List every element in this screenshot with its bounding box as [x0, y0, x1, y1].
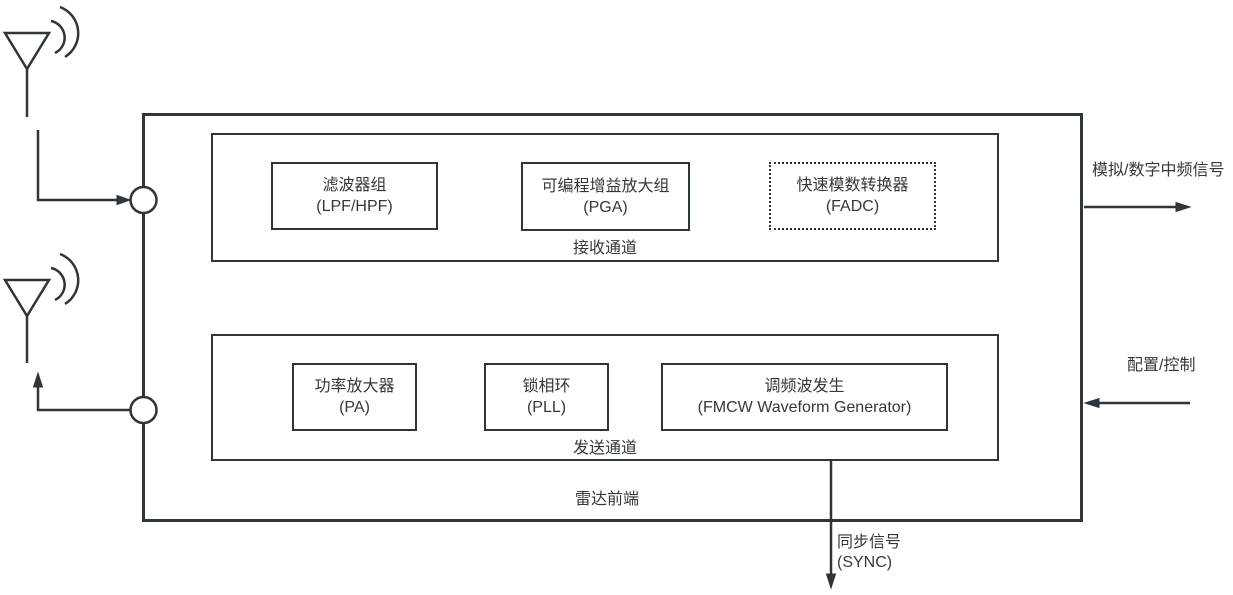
block-pll: 锁相环 (PLL) — [484, 363, 609, 431]
block-pll-name: 锁相环 — [522, 378, 571, 395]
tx-channel-box — [211, 334, 999, 461]
if-output-label: 模拟/数字中频信号 — [1092, 162, 1225, 179]
tx-channel-label: 发送通道 — [572, 440, 638, 457]
block-pa-name: 功率放大器 — [314, 378, 395, 395]
sync-output-label-line1: 同步信号 — [837, 534, 902, 551]
block-pga: 可编程增益放大组 (PGA) — [521, 162, 690, 231]
rx-antenna-wire — [36, 130, 132, 206]
block-filter-bank: 滤波器组 (LPF/HPF) — [271, 162, 438, 230]
tx-antenna-icon — [2, 252, 80, 363]
block-fadc-name: 快速模数转换器 — [796, 177, 909, 194]
block-pga-sub: (PGA) — [583, 198, 628, 216]
block-pga-name: 可编程增益放大组 — [541, 177, 670, 195]
rx-channel-label: 接收通道 — [572, 240, 638, 257]
block-fmcw-sub: (FMCW Waveform Generator) — [697, 399, 912, 416]
block-fmcw-name: 调频波发生 — [764, 378, 845, 395]
if-output-arrow — [1084, 201, 1192, 213]
block-filter-bank-sub: (LPF/HPF) — [316, 198, 393, 215]
block-fadc-sub: (FADC) — [825, 198, 880, 215]
rx-channel-box — [211, 133, 999, 262]
config-input-arrow — [1083, 397, 1190, 409]
sync-output-label: 同步信号 (SYNC) — [837, 533, 901, 573]
block-fmcw-generator: 调频波发生 (FMCW Waveform Generator) — [661, 363, 948, 431]
tx-antenna-wire — [32, 371, 130, 412]
radar-frontend-box — [142, 113, 1083, 522]
sync-output-label-line2: (SYNC) — [837, 554, 893, 571]
rx-antenna-icon — [2, 5, 80, 117]
block-pa-sub: (PA) — [339, 399, 370, 416]
radar-frontend-label: 雷达前端 — [574, 491, 640, 508]
block-fadc: 快速模数转换器 (FADC) — [769, 162, 936, 230]
block-pa: 功率放大器 (PA) — [292, 363, 417, 431]
config-input-label: 配置/控制 — [1127, 357, 1196, 374]
block-pll-sub: (PLL) — [526, 399, 567, 416]
block-filter-bank-name: 滤波器组 — [322, 177, 387, 194]
